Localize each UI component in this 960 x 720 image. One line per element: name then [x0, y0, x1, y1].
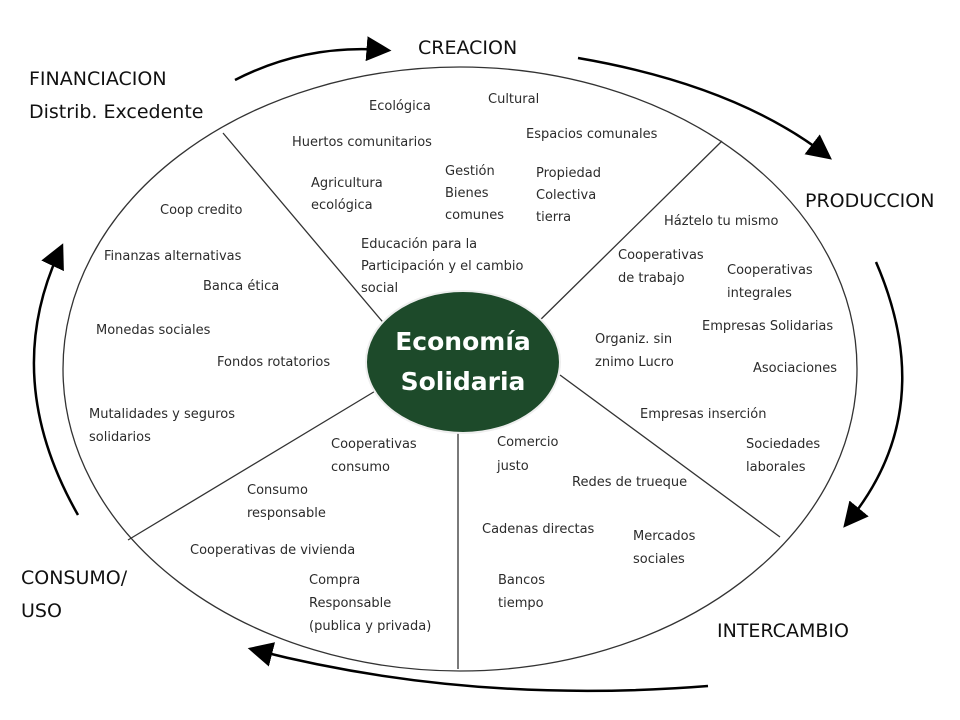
item-coop-consumo-l2: consumo — [331, 460, 390, 475]
sector-title-produccion: PRODUCCION — [805, 190, 934, 212]
item-gestion-l3: comunes — [445, 208, 504, 223]
item-haztelo-tu-mismo: Háztelo tu mismo — [664, 214, 779, 229]
center-title-line1: Economía — [395, 327, 531, 356]
item-educacion-l2: Participación y el cambio — [361, 259, 524, 274]
item-compra-l2: Responsable — [309, 596, 391, 611]
item-coop-consumo-l1: Cooperativas — [331, 437, 417, 452]
item-mercados-l2: sociales — [633, 552, 685, 567]
item-cultural: Cultural — [488, 92, 539, 107]
sector-title-financiacion-line2: Distrib. Excedente — [29, 101, 203, 123]
item-consumo-resp-l1: Consumo — [247, 483, 308, 498]
item-asociaciones: Asociaciones — [753, 361, 837, 376]
item-sociedades-l1: Sociedades — [746, 437, 820, 452]
item-propiedad-l2: Colectiva — [536, 188, 596, 203]
item-gestion-l2: Bienes — [445, 186, 489, 201]
item-coop-trabajo-l2: de trabajo — [618, 271, 685, 286]
item-fondos-rotatorios: Fondos rotatorios — [217, 355, 330, 370]
arrow-consumo-to-financiacion — [32, 243, 80, 516]
item-organiz-l2: znimo Lucro — [595, 355, 674, 370]
divider-creacion-produccion — [532, 140, 723, 328]
item-banca-etica: Banca ética — [203, 279, 279, 294]
item-ecologica: Ecológica — [369, 99, 431, 114]
item-mutualidades-l1: Mutalidades y seguros — [89, 407, 235, 422]
arrow-intercambio-to-consumo — [247, 642, 709, 693]
item-coop-trabajo-l1: Cooperativas — [618, 248, 704, 263]
item-educacion-l1: Educación para la — [361, 237, 477, 252]
item-coop-integrales-l2: integrales — [727, 286, 792, 301]
item-redes-trueque: Redes de trueque — [572, 475, 687, 490]
outer-ellipse — [62, 66, 858, 672]
sector-title-intercambio: INTERCAMBIO — [717, 620, 849, 642]
item-organiz-l1: Organiz. sin — [595, 332, 672, 347]
item-propiedad-l1: Propiedad — [536, 166, 601, 181]
item-compra-l1: Compra — [309, 573, 360, 588]
item-agricultura-l1: Agricultura — [311, 176, 383, 191]
item-compra-l3: (publica y privada) — [309, 619, 431, 634]
item-coop-integrales-l1: Cooperativas — [727, 263, 813, 278]
item-coop-credito: Coop credito — [160, 203, 243, 218]
item-mutualidades-l2: solidarios — [89, 430, 151, 445]
item-agricultura-l2: ecológica — [311, 198, 373, 213]
divider-consumo-financiacion — [127, 389, 378, 541]
arrow-financiacion-to-creacion — [234, 36, 392, 82]
item-propiedad-l3: tierra — [536, 210, 571, 225]
item-espacios-comunales: Espacios comunales — [526, 127, 658, 142]
item-huertos-comunitarios: Huertos comunitarios — [292, 135, 432, 150]
sector-title-financiacion-line1: FINANCIACION — [29, 68, 167, 90]
item-monedas-sociales: Monedas sociales — [96, 323, 211, 338]
arrow-creacion-to-produccion — [577, 56, 832, 160]
divider-creacion-financiacion — [222, 132, 388, 328]
item-empresas-solidarias: Empresas Solidarias — [702, 319, 833, 334]
divider-produccion-intercambio — [559, 374, 781, 538]
sector-title-creacion: CREACION — [418, 37, 517, 59]
item-mercados-l1: Mercados — [633, 529, 696, 544]
item-comercio-l1: Comercio — [497, 435, 559, 450]
sector-title-consumo-line1: CONSUMO/ — [21, 567, 128, 589]
item-bancos-l1: Bancos — [498, 573, 545, 588]
center-title-line2: Solidaria — [401, 367, 526, 396]
item-coop-vivienda: Cooperativas de vivienda — [190, 543, 355, 558]
item-cadenas-directas: Cadenas directas — [482, 522, 595, 537]
item-comercio-l2: justo — [496, 459, 529, 474]
item-empresas-insercion: Empresas inserción — [640, 407, 766, 422]
item-sociedades-l2: laborales — [746, 460, 806, 475]
item-gestion-l1: Gestión — [445, 164, 495, 179]
center-ellipse — [365, 290, 561, 434]
item-finanzas-alternativas: Finanzas alternativas — [104, 249, 242, 264]
item-bancos-l2: tiempo — [498, 596, 544, 611]
arrow-produccion-to-intercambio — [843, 261, 904, 528]
item-educacion-l3: social — [361, 281, 398, 296]
sector-title-consumo-line2: USO — [21, 600, 62, 622]
item-consumo-resp-l2: responsable — [247, 506, 326, 521]
